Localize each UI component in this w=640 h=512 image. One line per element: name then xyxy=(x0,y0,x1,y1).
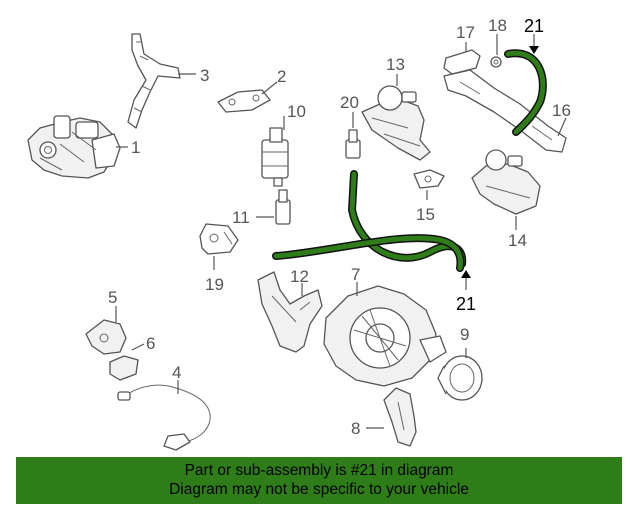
callout-5: 5 xyxy=(108,288,117,307)
banner-disclaimer: Diagram may not be specific to your vehi… xyxy=(169,481,469,498)
callout-15: 15 xyxy=(416,205,435,224)
part-20-connector[interactable] xyxy=(345,129,361,159)
callout-16: 16 xyxy=(552,101,571,120)
callout-11: 11 xyxy=(232,208,250,227)
callout-10: 10 xyxy=(287,102,306,121)
callout-20: 20 xyxy=(340,93,359,112)
callout-13: 13 xyxy=(386,55,405,74)
leader-6 xyxy=(131,343,145,351)
callout-6: 6 xyxy=(146,334,155,353)
callout-12: 12 xyxy=(290,267,309,286)
callout-21-upper: 21 xyxy=(524,16,544,36)
callout-14: 14 xyxy=(508,231,527,250)
part-18-clamp[interactable] xyxy=(490,56,502,68)
part-11-sensor[interactable] xyxy=(275,189,291,225)
part-17-elbow[interactable] xyxy=(443,49,481,75)
callout-19: 19 xyxy=(205,275,224,294)
part-14-valve[interactable] xyxy=(471,149,541,215)
part-2-gasket[interactable] xyxy=(217,89,271,113)
part-6-connector[interactable] xyxy=(109,355,139,381)
callout-4: 4 xyxy=(172,363,181,382)
leader-2 xyxy=(261,81,278,95)
callout-8: 8 xyxy=(351,419,360,438)
part-1-valve-assembly[interactable] xyxy=(27,115,121,179)
callout-7: 7 xyxy=(351,265,360,284)
part-9-clamp-ring[interactable] xyxy=(437,355,483,401)
part-12-bracket[interactable] xyxy=(257,271,323,353)
callout-21-lower: 21 xyxy=(456,294,476,314)
part-16-tube[interactable] xyxy=(443,69,567,153)
part-15-gasket[interactable] xyxy=(413,169,445,189)
part-info-banner: Part or sub-assembly is #21 in diagram D… xyxy=(16,457,622,504)
callout-18: 18 xyxy=(488,16,507,35)
part-13-valve[interactable] xyxy=(361,85,431,161)
part-10-solenoid[interactable] xyxy=(261,127,289,187)
part-21-highlighted-hose[interactable] xyxy=(272,49,547,272)
part-19-mount[interactable] xyxy=(199,223,239,255)
leader-16 xyxy=(557,117,567,137)
arrow-21-lower xyxy=(461,270,471,278)
banner-part-reference: Part or sub-assembly is #21 in diagram xyxy=(184,462,454,479)
callout-9: 9 xyxy=(460,325,469,344)
part-8-heat-shield[interactable] xyxy=(383,387,417,447)
part-5-bracket[interactable] xyxy=(85,319,127,355)
part-7-air-pump[interactable] xyxy=(323,285,447,387)
callout-2: 2 xyxy=(277,67,286,86)
arrow-21-upper xyxy=(529,46,539,54)
callout-1: 1 xyxy=(131,138,140,157)
callout-17: 17 xyxy=(456,23,475,42)
part-3-hose[interactable] xyxy=(127,33,181,129)
callout-3: 3 xyxy=(200,66,209,85)
part-4-oxygen-sensor[interactable] xyxy=(117,384,211,451)
exploded-parts-diagram: 1 3 2 10 11 19 20 xyxy=(27,16,571,451)
